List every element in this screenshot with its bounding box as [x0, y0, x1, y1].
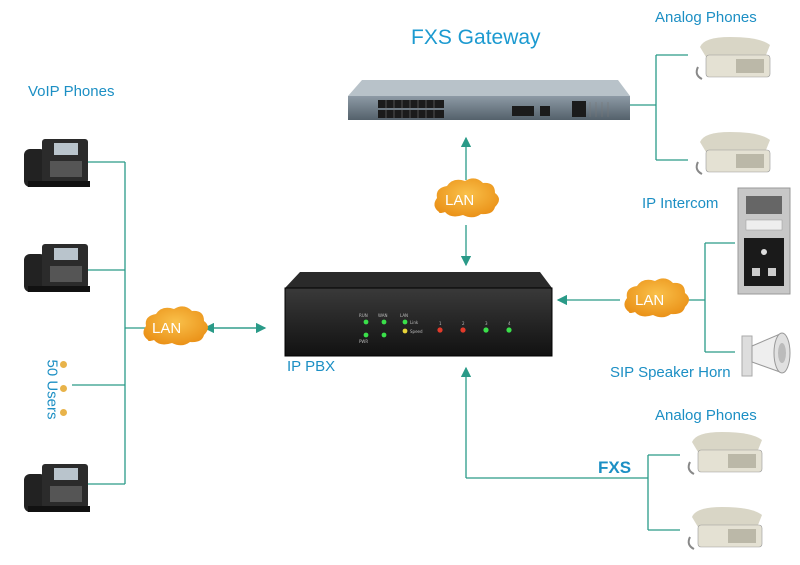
analog-phone-bottom-2: [687, 507, 763, 550]
fxs-gateway-device: [348, 80, 630, 120]
connection-lines: [72, 54, 735, 531]
lan-label-top: LAN: [445, 192, 474, 209]
pbx-port-2-label: 2: [462, 321, 465, 326]
lan-label-right: LAN: [635, 292, 664, 309]
lan-label-left: LAN: [152, 320, 181, 337]
analog-phones-bottom-label: Analog Phones: [655, 407, 757, 424]
pbx-run-label: RUN: [359, 313, 368, 318]
ip-pbx-label: IP PBX: [287, 358, 336, 375]
users-dot-1: [60, 361, 67, 368]
ip-intercom-device: [737, 187, 791, 295]
analog-phone-top-1: [695, 37, 771, 80]
voip-phone-3: [24, 464, 90, 512]
pbx-pwr-label: PWR: [359, 339, 369, 344]
fxs-label: FXS: [598, 458, 632, 477]
users-dot-3: [60, 409, 67, 416]
pbx-link-label: Link: [410, 320, 419, 325]
pbx-wan-label: WAN: [378, 313, 388, 318]
pbx-leds: [363, 319, 512, 338]
analog-phones-top-label: Analog Phones: [655, 9, 757, 26]
users-dot-2: [60, 385, 67, 392]
gateway-ports: [378, 100, 586, 118]
sip-speaker-horn-label: SIP Speaker Horn: [610, 364, 731, 381]
ip-pbx-device: [284, 272, 553, 357]
sip-speaker-horn-device: [741, 332, 791, 377]
ip-intercom-label: IP Intercom: [642, 195, 719, 212]
analog-phone-bottom-1: [687, 432, 763, 475]
lan-cloud-left: LAN: [143, 306, 208, 346]
voip-phone-2: [24, 244, 90, 292]
pbx-port-4-label: 4: [508, 321, 511, 326]
voip-phone-1: [24, 139, 90, 187]
pbx-port-3-label: 3: [485, 321, 488, 326]
pbx-lan-label: LAN: [400, 313, 409, 318]
analog-phone-top-2: [695, 132, 771, 175]
voip-phones-label: VoIP Phones: [28, 83, 115, 100]
pbx-port-1-label: 1: [439, 321, 442, 326]
pbx-speed-label: Speed: [410, 329, 423, 334]
lan-cloud-top: LAN: [434, 178, 499, 218]
fxs-gateway-title: FXS Gateway: [411, 26, 541, 49]
users-count-label: 50 Users: [43, 359, 61, 420]
lan-cloud-right: LAN: [624, 278, 689, 318]
